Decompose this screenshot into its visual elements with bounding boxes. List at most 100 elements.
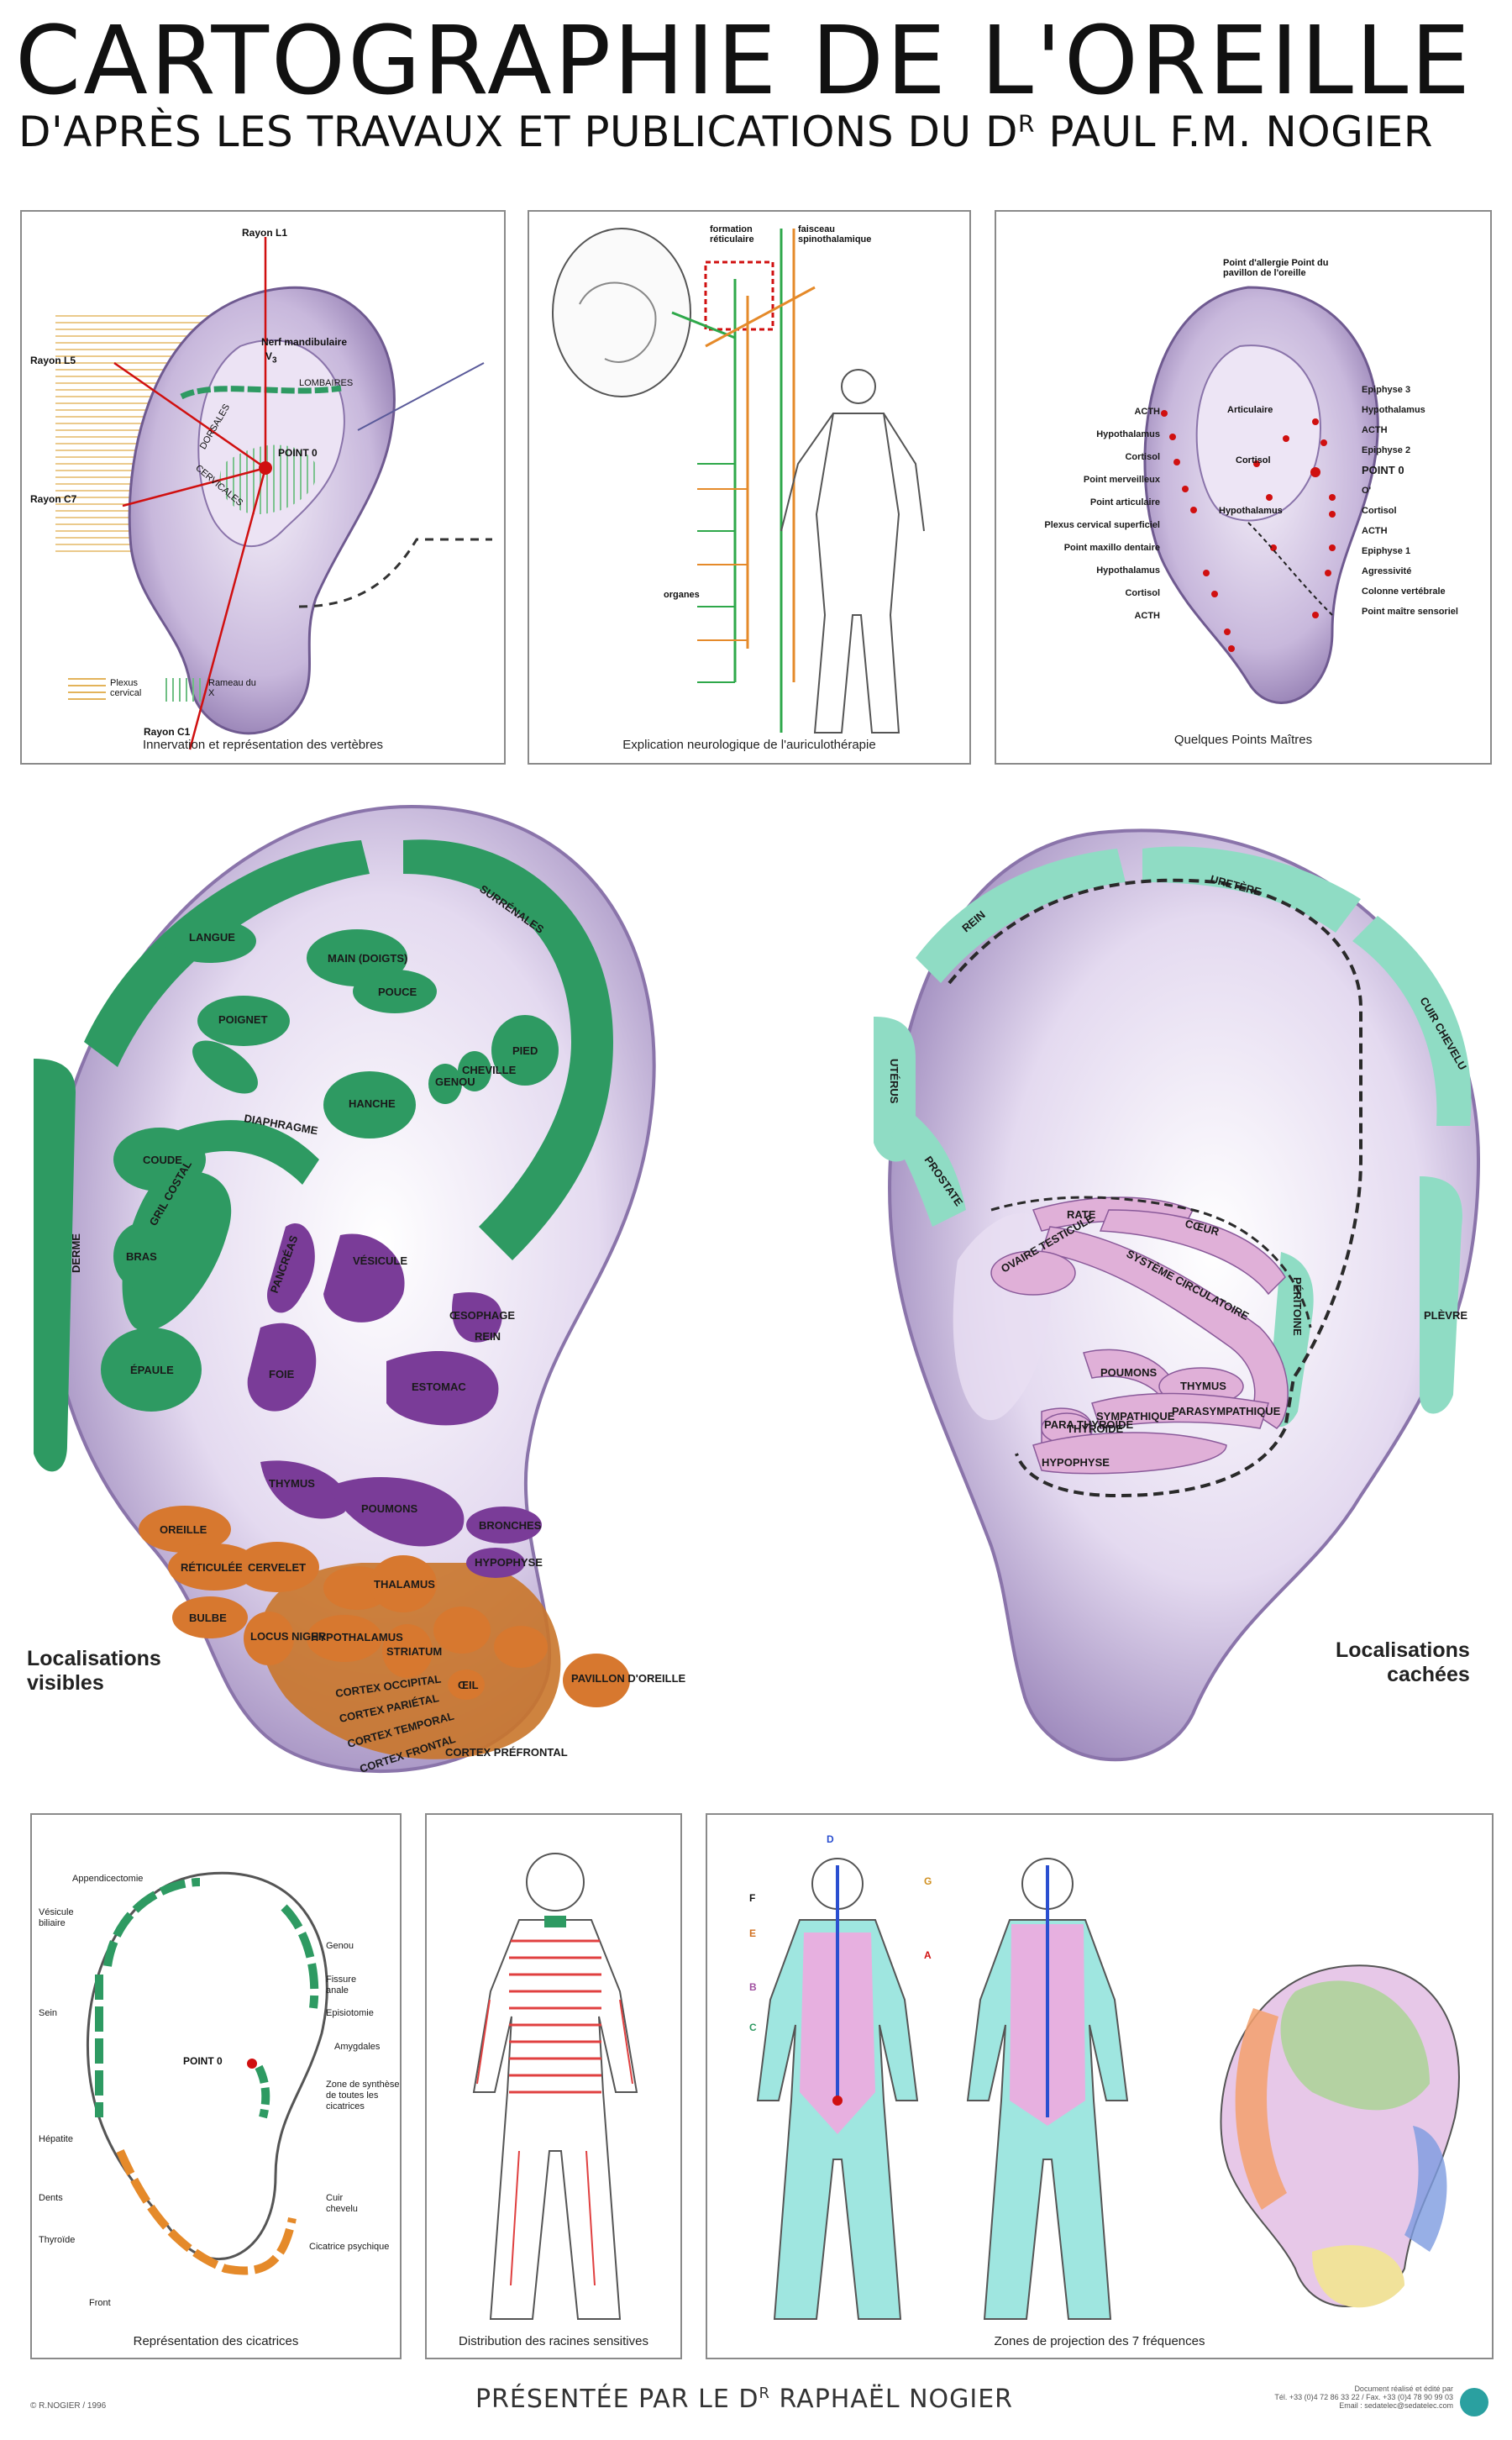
panel-points-maitres: Point d'allergie Point du pavillon de l'… <box>995 210 1492 765</box>
point-right: ACTH <box>1362 526 1388 536</box>
panel-cicatrices: Appendicectomie Vésicule biliaire Sein H… <box>30 1813 402 2359</box>
footer-presented-by: PRÉSENTÉE PAR LE DR RAPHAËL NOGIER <box>475 2385 1014 2414</box>
zone-plevre: PLÈVRE <box>1424 1309 1467 1322</box>
publisher-logo-icon <box>1460 2388 1488 2416</box>
footer-publisher: Document réalisé et édité par Tél. +33 (… <box>1274 2385 1453 2410</box>
zone-diaphragme: DIAPHRAGME <box>243 1112 318 1137</box>
zone-rein: REIN <box>475 1330 501 1343</box>
label-rayon-l1: Rayon L1 <box>242 227 288 239</box>
zone-locus-niger: LOCUS NIGER <box>250 1630 327 1643</box>
label-nerf-mandibulaire: Nerf mandibulaire <box>261 336 348 348</box>
scar-label: Genou <box>326 1941 354 1951</box>
zone-derme: DERME <box>70 1233 82 1273</box>
racines-diagram <box>472 1853 638 2320</box>
zone-foie: FOIE <box>269 1368 295 1380</box>
left-ear-diagram <box>34 804 656 1773</box>
frequences-diagram <box>756 1858 1460 2320</box>
zone-coeur: CŒUR <box>1184 1217 1221 1238</box>
scar-label: Episiotomie <box>326 2008 374 2018</box>
label-faisceau: faisceau spinothalamique <box>798 224 872 245</box>
label-plexus-cervical: Plexus cervical <box>110 678 142 698</box>
zone-genou: GENOU <box>435 1075 475 1088</box>
zone-hypophyse-cachee: HYPOPHYSE <box>1042 1456 1110 1469</box>
zone-prostate: PROSTATE <box>922 1154 966 1208</box>
zone-vesicule: VÉSICULE <box>353 1254 407 1267</box>
zone-oreille: OREILLE <box>160 1523 207 1536</box>
freq-letter-g: G <box>924 1875 932 1887</box>
caption-cicatrices: Représentation des cicatrices <box>133 2334 299 2348</box>
zone-rein-cachee: REIN <box>959 908 987 934</box>
zone-gril-costal: GRIL COSTAL <box>147 1159 194 1228</box>
caption-innervation: Innervation et représentation des vertèb… <box>142 738 383 752</box>
freq-letter-c: C <box>749 2022 757 2033</box>
point-right: POINT 0 <box>1362 464 1404 476</box>
point-left: Hypothalamus <box>1096 565 1160 576</box>
freq-letter-f: F <box>749 1892 756 1904</box>
label-point-o-cicatrices: POINT 0 <box>183 2055 223 2067</box>
point-right: Colonne vertébrale <box>1362 586 1446 597</box>
point-right: ACTH <box>1362 425 1388 435</box>
zone-sympathique: SYMPATHIQUE <box>1096 1410 1175 1422</box>
label-organes: organes <box>664 590 700 600</box>
zone-cheville: CHEVILLE <box>462 1064 517 1076</box>
zone-thymus-cachee: THYMUS <box>1180 1380 1226 1392</box>
point-left: Plexus cervical superficiel <box>1044 520 1160 530</box>
point-right: Agressivité <box>1362 566 1412 576</box>
zone-uterus: UTÉRUS <box>888 1059 900 1104</box>
panel-racines: Distribution des racines sensitives <box>425 1813 682 2359</box>
zone-peritoine: PÉRITOINE <box>1291 1277 1304 1336</box>
zone-systeme-circulatoire: SYSTÈME CIRCULATOIRE <box>1125 1247 1252 1323</box>
label-hypothalamus-inner: Hypothalamus <box>1219 506 1283 516</box>
point-right: Epiphyse 2 <box>1362 445 1411 455</box>
zone-bronches: BRONCHES <box>479 1519 542 1532</box>
zone-pavillon: PAVILLON D'OREILLE <box>571 1672 686 1685</box>
zone-oesophage: ŒSOPHAGE <box>449 1309 515 1322</box>
zone-parasympathique: PARASYMPATHIQUE <box>1172 1405 1281 1417</box>
right-ear-zone-text: REIN URETÈRE CUIR CHEVELU UTÉRUS PROSTAT… <box>888 872 1469 1469</box>
zone-coude: COUDE <box>143 1154 182 1166</box>
freq-letter-e: E <box>749 1927 757 1939</box>
point-right: O' <box>1362 486 1372 496</box>
zone-epaule: ÉPAULE <box>130 1364 174 1376</box>
poster-title: CARTOGRAPHIE DE L'OREILLE <box>15 7 1473 116</box>
caption-neurologique: Explication neurologique de l'auriculoth… <box>622 738 876 752</box>
scar-label: Cuir chevelu <box>326 2193 358 2215</box>
point-left: ACTH <box>1134 407 1160 417</box>
zone-ovaire: OVAIRE TESTICULE <box>999 1212 1096 1275</box>
zone-hypophyse: HYPOPHYSE <box>475 1556 543 1569</box>
caption-frequences: Zones de projection des 7 fréquences <box>994 2334 1205 2348</box>
points-left-list: ACTH Hypothalamus Cortisol Point merveil… <box>1005 401 1160 628</box>
point-left: Point maxillo dentaire <box>1063 543 1160 553</box>
zone-rate: RATE <box>1067 1208 1096 1221</box>
scar-label: Appendicectomie <box>72 1874 144 1884</box>
points-right-list: Epiphyse 3 Hypothalamus ACTH Epiphyse 2 … <box>1362 380 1488 622</box>
innervation-diagram <box>55 237 492 750</box>
footer-copyright: © R.NOGIER / 1996 <box>30 2401 107 2411</box>
zone-hypothalamus: HYPOTHALAMUS <box>311 1631 403 1643</box>
label-lombaires: LOMBAIRES <box>299 378 354 388</box>
scar-label: Amygdales <box>334 2042 381 2052</box>
point-right: Cortisol <box>1362 506 1397 516</box>
label-v3: V3 <box>265 350 277 365</box>
zone-bras: BRAS <box>126 1250 157 1263</box>
zone-hanche: HANCHE <box>349 1097 396 1110</box>
label-formation-reticulaire: formation réticulaire <box>710 224 754 245</box>
label-rayon-c7: Rayon C7 <box>30 493 77 505</box>
zone-poignet: POIGNET <box>218 1013 268 1026</box>
panel-neurologique: formation réticulaire faisceau spinothal… <box>528 210 971 765</box>
left-ear-zone-text: LANGUE SURRÉNALES MAIN (DOIGTS) POUCE PO… <box>70 882 686 1775</box>
panel-innervation: Rayon L1 Rayon L5 Rayon C7 Rayon C1 Nerf… <box>20 210 506 765</box>
zone-main: MAIN (DOIGTS) <box>328 952 407 965</box>
zone-oeil: ŒIL <box>458 1679 479 1691</box>
scar-label: Cicatrice psychique <box>309 2242 390 2252</box>
freq-letter-b: B <box>749 1981 757 1993</box>
point-right: Point maître sensoriel <box>1362 607 1458 617</box>
zone-poumons: POUMONS <box>361 1502 418 1515</box>
point-right: Epiphyse 3 <box>1362 385 1411 395</box>
right-ear-diagram <box>874 828 1481 1762</box>
zone-parathyroide: PARA THYROÏDE <box>1044 1418 1134 1431</box>
zone-uretere: URETÈRE <box>1209 872 1263 898</box>
zone-pancreas: PANCRÉAS <box>268 1233 301 1295</box>
